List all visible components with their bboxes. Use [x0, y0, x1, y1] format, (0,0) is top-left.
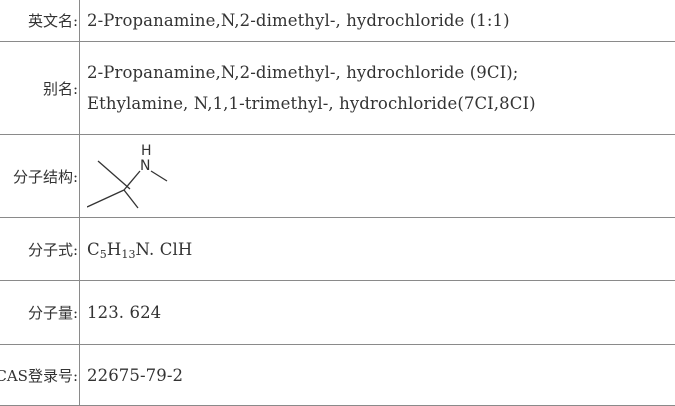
row-english-name: 英文名: 2-Propanamine,N,2-dimethyl-, hydroc…: [0, 0, 675, 41]
alias-label: 别名:: [0, 42, 80, 134]
weight-value: 123. 624: [80, 281, 675, 344]
formula-c-count: 5: [99, 247, 107, 261]
formula-label: 分子式:: [0, 218, 80, 280]
weight-label: 分子量:: [0, 281, 80, 344]
alias-line-1: 2-Propanamine,N,2-dimethyl-, hydrochlori…: [87, 63, 519, 82]
atom-n: N: [140, 158, 151, 174]
atom-h: H: [141, 143, 152, 159]
row-weight: 分子量: 123. 624: [0, 280, 675, 344]
formula-h-count: 13: [121, 247, 136, 261]
weight-text: 123. 624: [87, 303, 162, 322]
cas-text: 22675-79-2: [87, 365, 184, 385]
english-name-value: 2-Propanamine,N,2-dimethyl-, hydrochlori…: [80, 0, 675, 41]
alias-value: 2-Propanamine,N,2-dimethyl-, hydrochlori…: [80, 42, 675, 134]
formula-rest: N. ClH: [135, 239, 193, 259]
cas-label: CAS登录号:: [0, 345, 80, 405]
cas-value: 22675-79-2: [80, 345, 675, 405]
row-alias: 别名: 2-Propanamine,N,2-dimethyl-, hydroch…: [0, 41, 675, 134]
formula-h: H: [106, 239, 122, 259]
row-formula: 分子式: C5H13N. ClH: [0, 217, 675, 280]
formula-text: C5H13N. ClH: [87, 234, 675, 265]
formula-c: C: [87, 239, 100, 259]
molecular-structure-diagram: H N: [87, 143, 168, 209]
structure-value: H N: [80, 135, 675, 217]
english-name-label: 英文名:: [0, 0, 80, 41]
structure-label: 分子结构:: [0, 135, 80, 217]
english-name-text: 2-Propanamine,N,2-dimethyl-, hydrochlori…: [87, 10, 510, 30]
row-cas: CAS登录号: 22675-79-2: [0, 344, 675, 406]
formula-value: C5H13N. ClH: [80, 218, 675, 280]
row-structure: 分子结构: H N: [0, 134, 675, 217]
alias-line-2: Ethylamine, N,1,1-trimethyl-, hydrochlor…: [87, 94, 536, 113]
